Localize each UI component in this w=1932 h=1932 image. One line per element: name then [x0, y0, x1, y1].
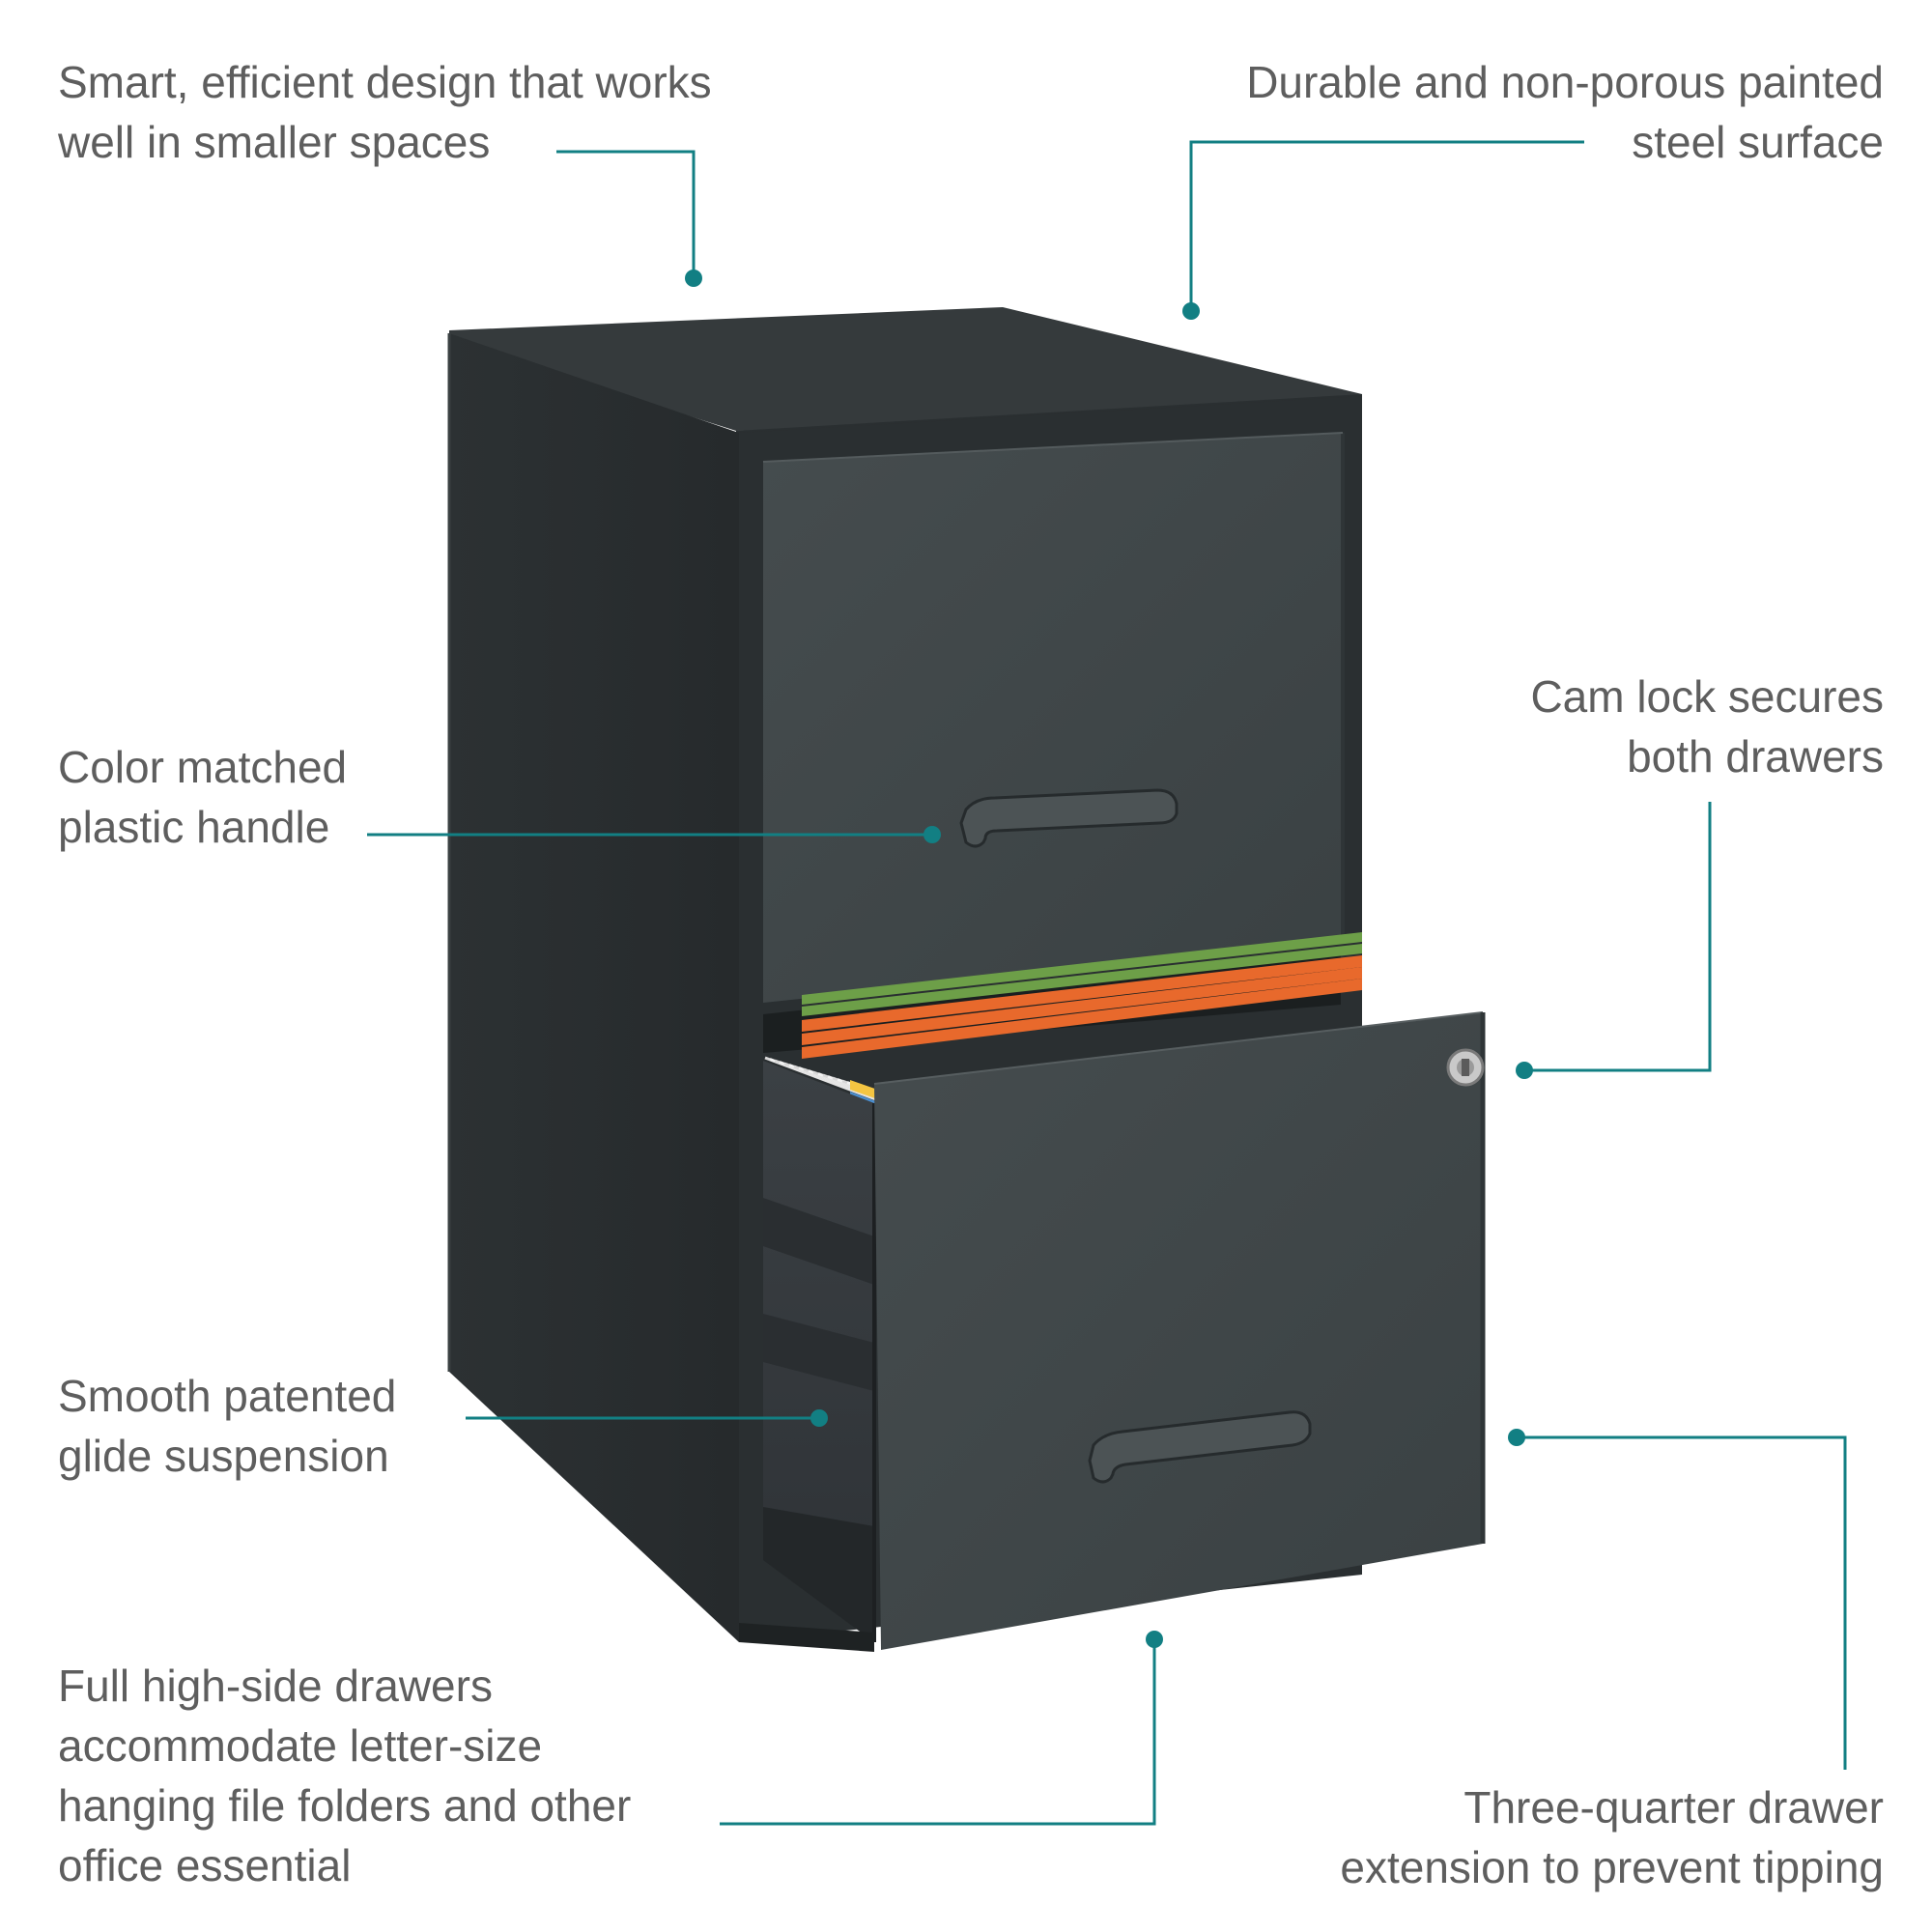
- leader-durable-surface-dot: [1182, 302, 1200, 320]
- callout-line: Cam lock secures: [1530, 671, 1884, 722]
- glide-rail: [763, 1507, 874, 1642]
- callout-line: Durable and non-porous painted: [1246, 57, 1884, 107]
- callout-line: accommodate letter-size: [58, 1720, 543, 1771]
- callout-high-side-drawers: Full high-side drawers accommodate lette…: [58, 1656, 631, 1895]
- callout-line: steel surface: [1632, 117, 1884, 167]
- callout-three-quarter-extension: Three-quarter drawer extension to preven…: [1340, 1777, 1884, 1897]
- leader-durable-surface: [1189, 140, 1584, 311]
- folder-strip: [802, 955, 1362, 1032]
- leader-three-quarter-extension: [1517, 1435, 1847, 1770]
- callout-line: hanging file folders and other: [58, 1780, 632, 1831]
- callout-color-handle: Color matched plastic handle: [58, 737, 347, 857]
- callout-line: glide suspension: [58, 1431, 389, 1481]
- callout-durable-surface: Durable and non-porous painted steel sur…: [1246, 52, 1884, 172]
- callout-line: office essential: [58, 1840, 352, 1890]
- leader-cam-lock-dot: [1516, 1062, 1533, 1079]
- folder-strip: [802, 944, 1362, 1016]
- folder-strip: [802, 979, 1362, 1059]
- top-drawer-front: [763, 433, 1343, 1003]
- callout-line: Full high-side drawers: [58, 1661, 493, 1711]
- folder-strip: [802, 932, 1362, 1005]
- callout-glide-suspension: Smooth patented glide suspension: [58, 1366, 396, 1486]
- callout-line: Color matched: [58, 742, 348, 792]
- callout-line: both drawers: [1627, 731, 1884, 781]
- cabinet-top: [449, 307, 1362, 431]
- cabinet-base: [739, 1623, 874, 1652]
- bottom-drawer-handle-icon: [1088, 1410, 1312, 1484]
- leader-smart-design-dot: [685, 270, 702, 287]
- leader-cam-lock: [1524, 802, 1712, 1072]
- callout-line: well in smaller spaces: [58, 117, 491, 167]
- leader-high-side-drawers: [720, 1639, 1156, 1826]
- leader-glide-suspension-dot: [810, 1409, 828, 1427]
- leader-high-side-drawers-dot: [1146, 1631, 1163, 1648]
- callout-line: plastic handle: [58, 802, 330, 852]
- callout-line: Smart, efficient design that works: [58, 57, 712, 107]
- cabinet-side: [449, 333, 739, 1642]
- bottom-drawer-front: [874, 1012, 1483, 1650]
- callout-line: extension to prevent tipping: [1340, 1842, 1884, 1892]
- callout-cam-lock: Cam lock secures both drawers: [1530, 667, 1884, 786]
- cam-lock-icon: [1446, 1048, 1485, 1087]
- callout-line: Three-quarter drawer: [1463, 1782, 1884, 1833]
- callout-leader-lines: [367, 140, 1847, 1826]
- leader-color-handle-dot: [923, 826, 941, 843]
- folder-strip: [802, 967, 1362, 1045]
- top-drawer-handle-icon: [959, 788, 1179, 848]
- leader-three-quarter-extension-dot: [1508, 1429, 1525, 1446]
- callout-smart-design: Smart, efficient design that works well …: [58, 52, 712, 172]
- callout-line: Smooth patented: [58, 1371, 397, 1421]
- leader-smart-design: [556, 150, 696, 278]
